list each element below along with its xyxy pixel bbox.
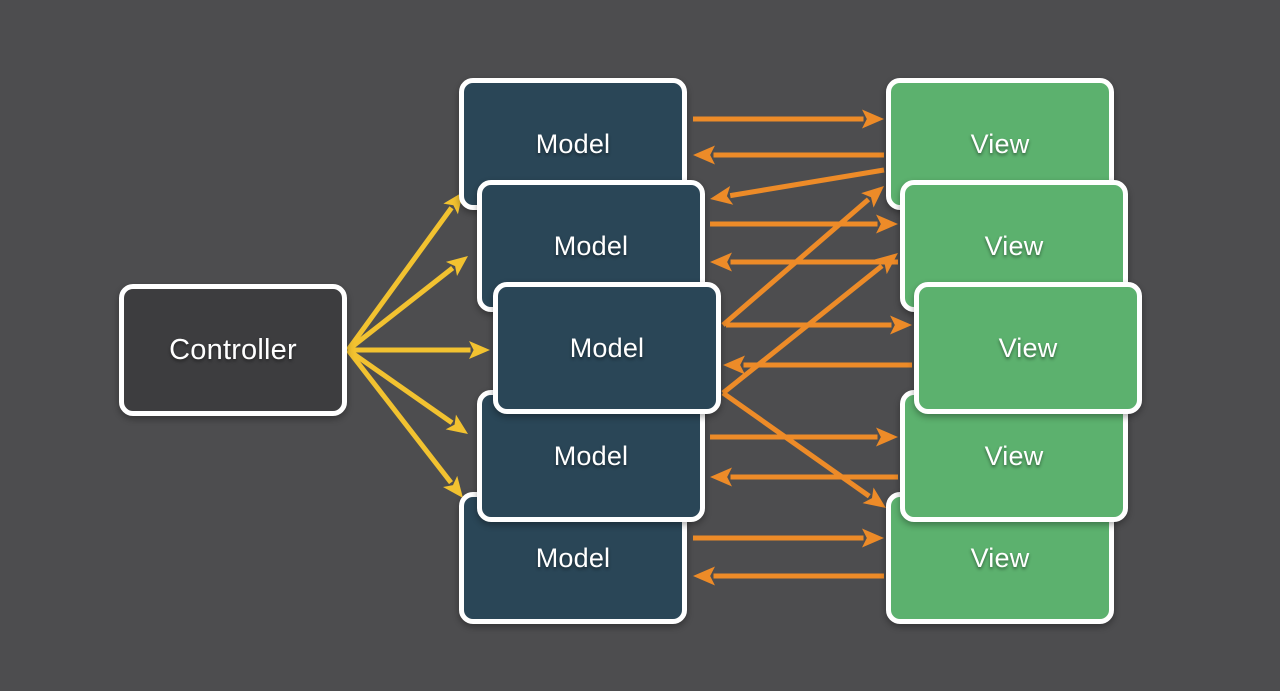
controller-to-model-4 (346, 347, 468, 434)
controller-node-label: Controller (169, 333, 297, 366)
model-3-to-view-4 (721, 253, 898, 395)
model-5-to-view-5 (693, 528, 884, 548)
controller-to-model-3 (348, 341, 490, 359)
view-4-to-model-4 (710, 467, 898, 487)
view-node-3[interactable]: View (914, 282, 1142, 414)
view-node-4-label: View (984, 440, 1044, 471)
model-node-2-label: Model (553, 230, 629, 261)
model-3-to-view-2 (721, 186, 884, 327)
view-3-to-model-3 (723, 355, 912, 375)
model-3-to-view-5 (721, 390, 886, 508)
view-node-5-label: View (970, 542, 1030, 573)
view-2-to-model-2 (710, 252, 898, 272)
model-2-to-view-2 (710, 214, 898, 234)
view-node-2-label: View (984, 230, 1044, 261)
controller-to-model-5 (346, 348, 463, 498)
model-3-to-view-3 (726, 315, 912, 335)
model-node-1-label: Model (535, 128, 611, 159)
model-node-3-label: Model (569, 332, 645, 363)
view-node-3-label: View (998, 332, 1058, 363)
model-node-3[interactable]: Model (493, 282, 721, 414)
view-1-to-model-1 (693, 145, 884, 165)
view-2-to-model-1 (710, 167, 885, 205)
controller-to-model-2 (346, 256, 468, 352)
view-5-to-model-5 (693, 566, 884, 586)
model-node-5-label: Model (535, 542, 611, 573)
controller-to-model-1 (345, 192, 463, 352)
model-4-to-view-4 (710, 427, 898, 447)
controller-node[interactable]: Controller (119, 284, 347, 416)
view-node-1-label: View (970, 128, 1030, 159)
model-1-to-view-1 (693, 109, 884, 129)
model-node-4-label: Model (553, 440, 629, 471)
